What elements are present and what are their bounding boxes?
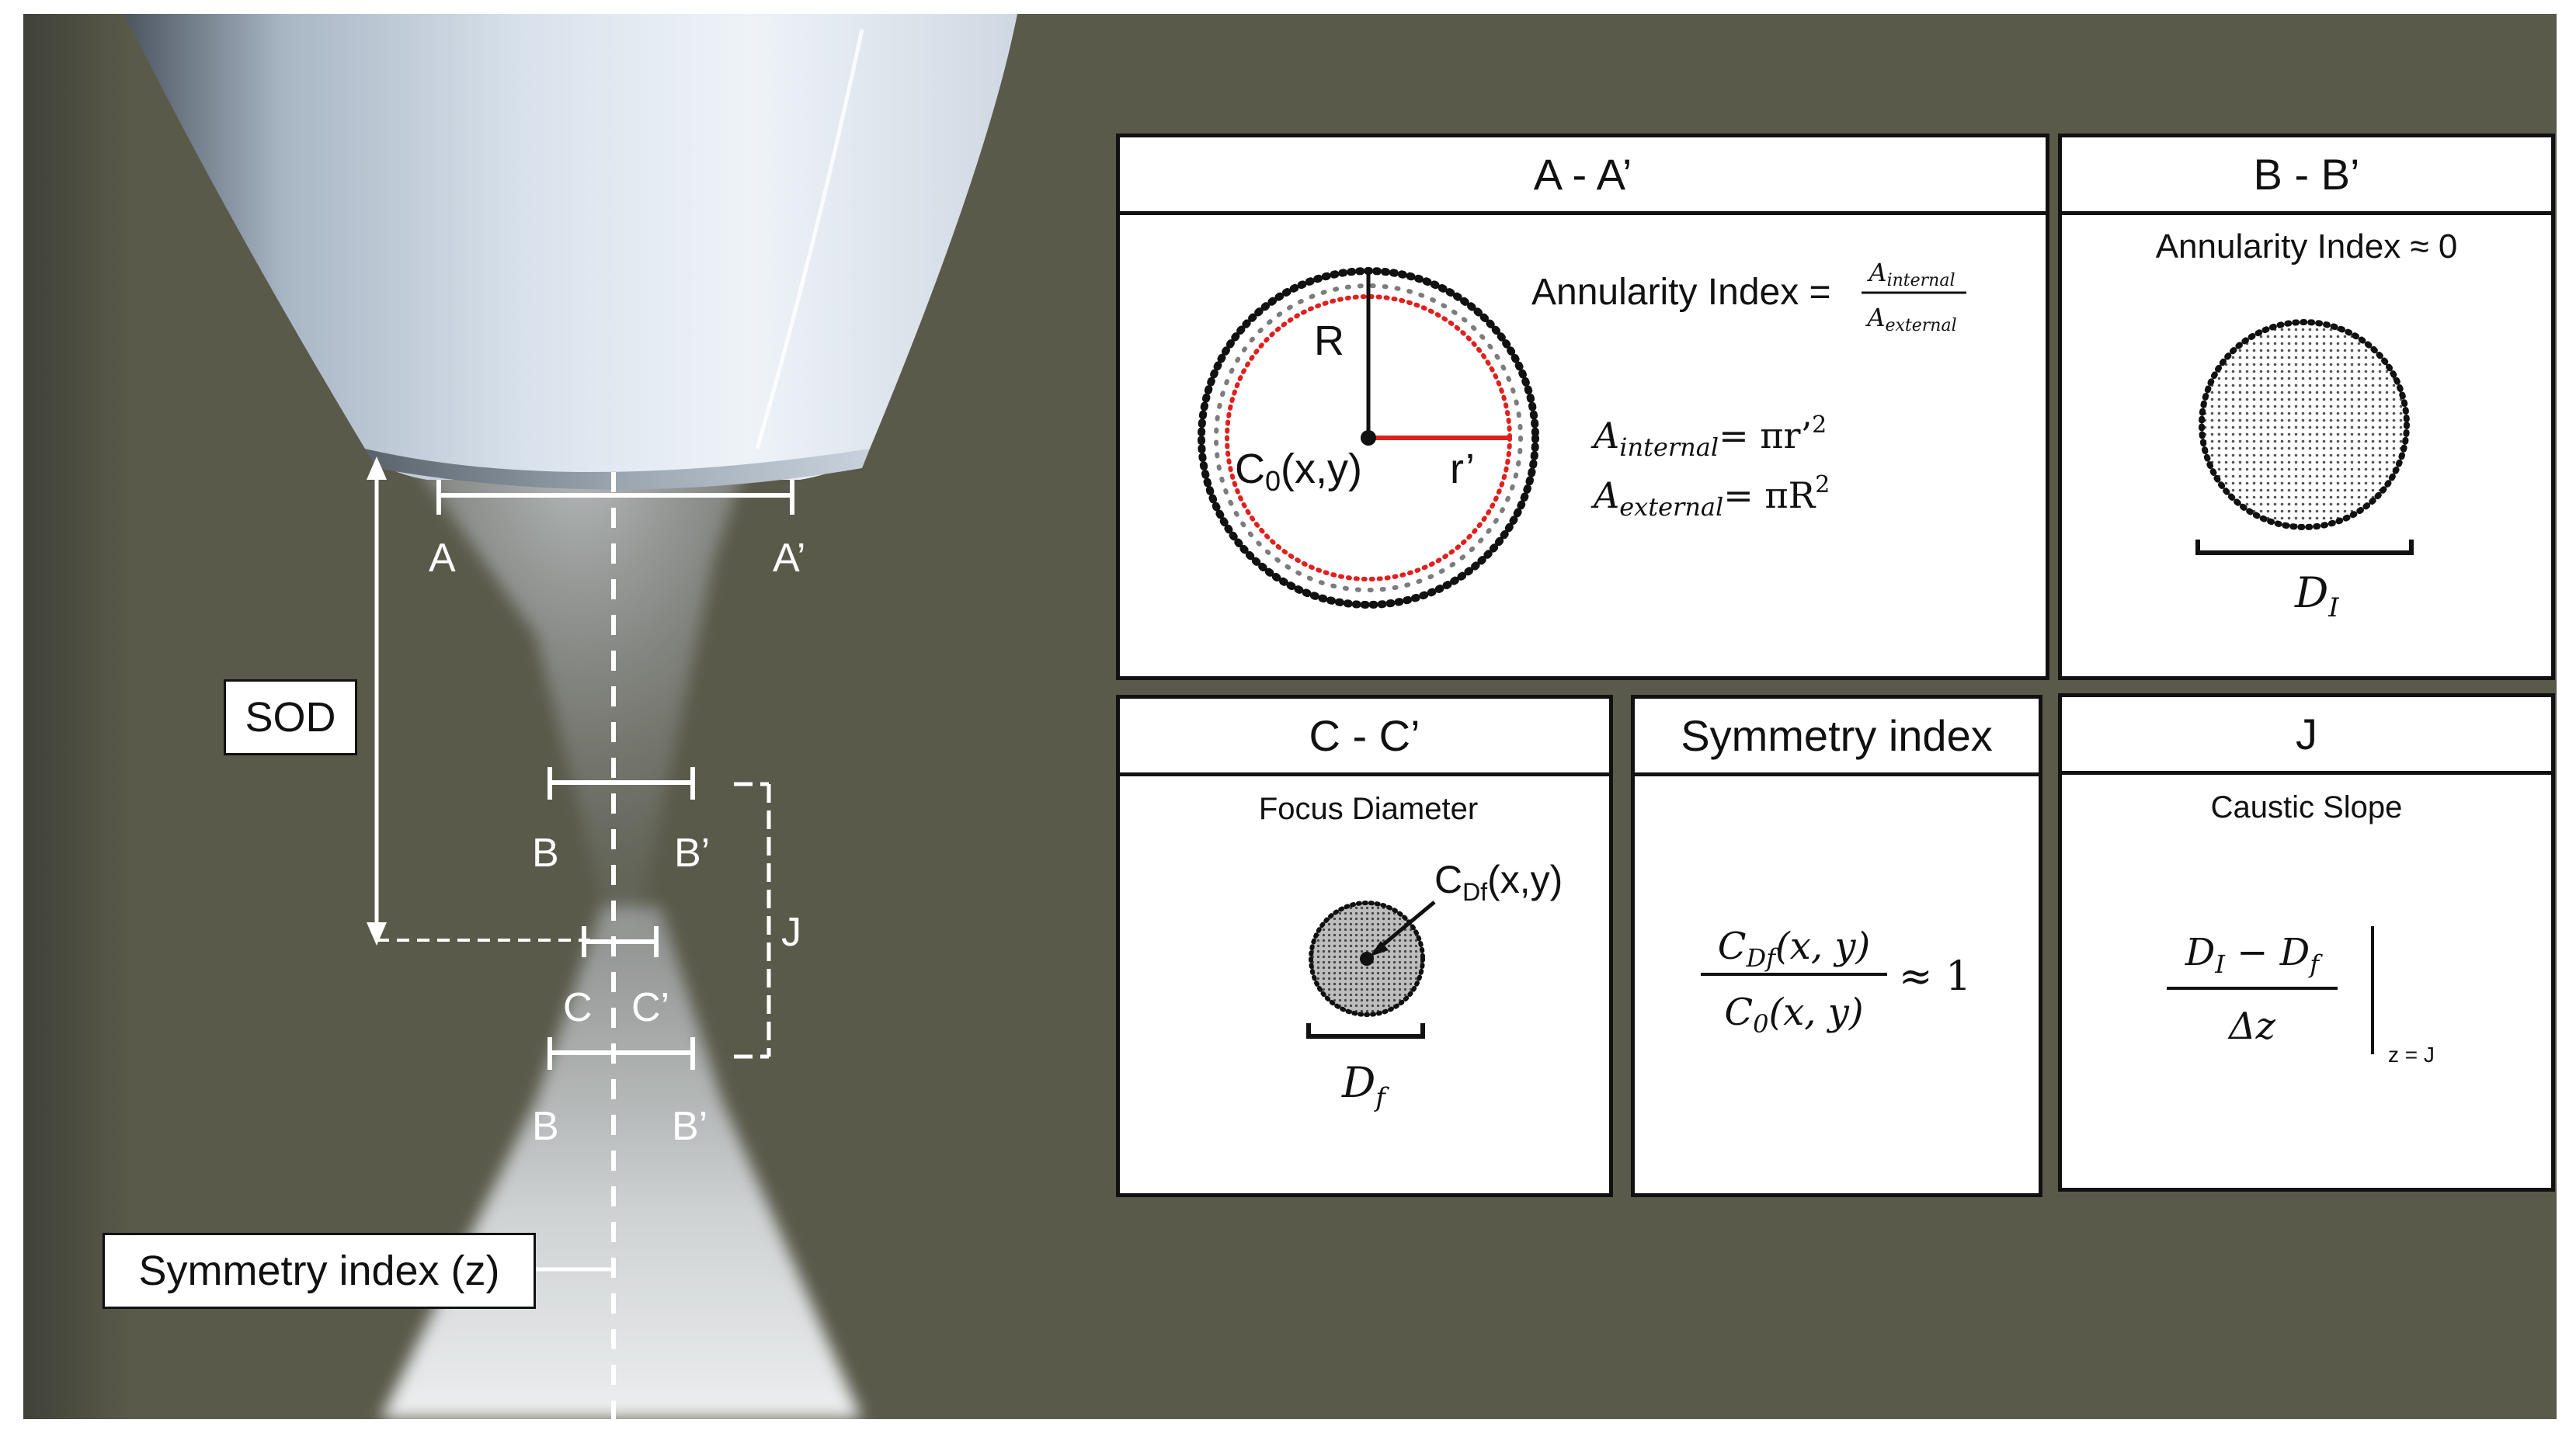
bracket-j xyxy=(734,782,771,1059)
a-external-formula: Aexternal= πR2 xyxy=(1590,471,1830,522)
nozzle-body xyxy=(124,14,1017,480)
slope-denominator: Δz xyxy=(2227,1005,2276,1048)
annularity-numerator: Ainternal xyxy=(1866,258,1955,290)
panel-a-a-title: A - A’ xyxy=(1120,137,2046,215)
label-b: B xyxy=(532,831,559,876)
diameter-df-label: Df xyxy=(1341,1058,1389,1113)
symmetry-rhs: ≈ 1 xyxy=(1899,953,1971,1000)
bracket-b-b-upper xyxy=(548,767,695,800)
panel-a-a: A - A’ R r’ C0(x,y) Annularity Index = A… xyxy=(1116,134,2049,680)
diameter-bracket xyxy=(2195,540,2414,555)
panel-b-b: B - B’ Annularity Index ≈ 0 DI xyxy=(2058,134,2555,680)
focus-center-arrow xyxy=(1373,901,1436,953)
symmetry-z-label: Symmetry index (z) xyxy=(138,1248,500,1294)
panel-symmetry-title: Symmetry index xyxy=(1635,699,2039,776)
panel-j: J Caustic Slope DI − Df Δz z = J xyxy=(2058,693,2555,1192)
annularity-zero-label: Annularity Index ≈ 0 xyxy=(2156,227,2458,266)
label-b-prime: B’ xyxy=(674,831,710,876)
slope-numerator: DI − Df xyxy=(2185,931,2323,979)
sod-label: SOD xyxy=(245,694,336,741)
nozzle-spray-scene: A A’ B B’ C C’ B B’ J xyxy=(23,14,1017,1419)
center-point xyxy=(1361,430,1376,446)
bracket-b-b-lower xyxy=(548,1037,695,1070)
spray-cone-upper xyxy=(415,449,746,930)
panel-b-b-title: B - B’ xyxy=(2062,137,2551,215)
spray-cone-lower xyxy=(381,907,862,1419)
label-a-prime: A’ xyxy=(773,536,805,581)
panel-c-c: C - C’ Focus Diameter CDf(x,y) Df xyxy=(1116,695,1613,1197)
a-internal-formula: Ainternal= πr’2 xyxy=(1590,411,1827,462)
symmetry-denominator: C0(x, y) xyxy=(1724,991,1863,1039)
diameter-di-label: DI xyxy=(2294,568,2339,623)
focus-center-point xyxy=(1360,952,1374,966)
label-c: C xyxy=(563,985,593,1030)
annularity-denominator: Aexternal xyxy=(1865,303,1956,335)
center-c0-label: C0(x,y) xyxy=(1235,446,1362,497)
annularity-label: Annularity Index = xyxy=(1531,272,1831,313)
label-a: A xyxy=(429,536,456,581)
label-big-r: R xyxy=(1314,318,1344,364)
sod-label-box: SOD xyxy=(224,679,357,755)
symmetry-z-label-box: Symmetry index (z) xyxy=(103,1233,536,1309)
label-c-prime: C’ xyxy=(631,985,669,1030)
panel-j-title: J xyxy=(2062,697,2551,775)
symmetry-numerator: CDf(x, y) xyxy=(1718,925,1870,973)
label-b-lower: B xyxy=(532,1104,559,1149)
spray-section-circle xyxy=(2199,319,2410,530)
panel-symmetry-index: Symmetry index CDf(x, y) C0(x, y) ≈ 1 xyxy=(1631,695,2042,1197)
panel-c-c-title: C - C’ xyxy=(1120,699,1609,776)
bracket-a-a xyxy=(436,480,794,515)
center-cdf-label: CDf(x,y) xyxy=(1434,858,1563,906)
bracket-c-c xyxy=(582,926,659,957)
focus-diameter-label: Focus Diameter xyxy=(1259,792,1478,826)
label-j: J xyxy=(781,910,801,955)
focus-diameter-bracket xyxy=(1306,1023,1425,1039)
label-small-r: r’ xyxy=(1450,446,1475,492)
evaluation-point-label: z = J xyxy=(2388,1043,2435,1067)
nozzle-tip xyxy=(365,449,870,490)
caustic-slope-label: Caustic Slope xyxy=(2211,790,2403,824)
label-b-prime-lower: B’ xyxy=(672,1104,707,1149)
